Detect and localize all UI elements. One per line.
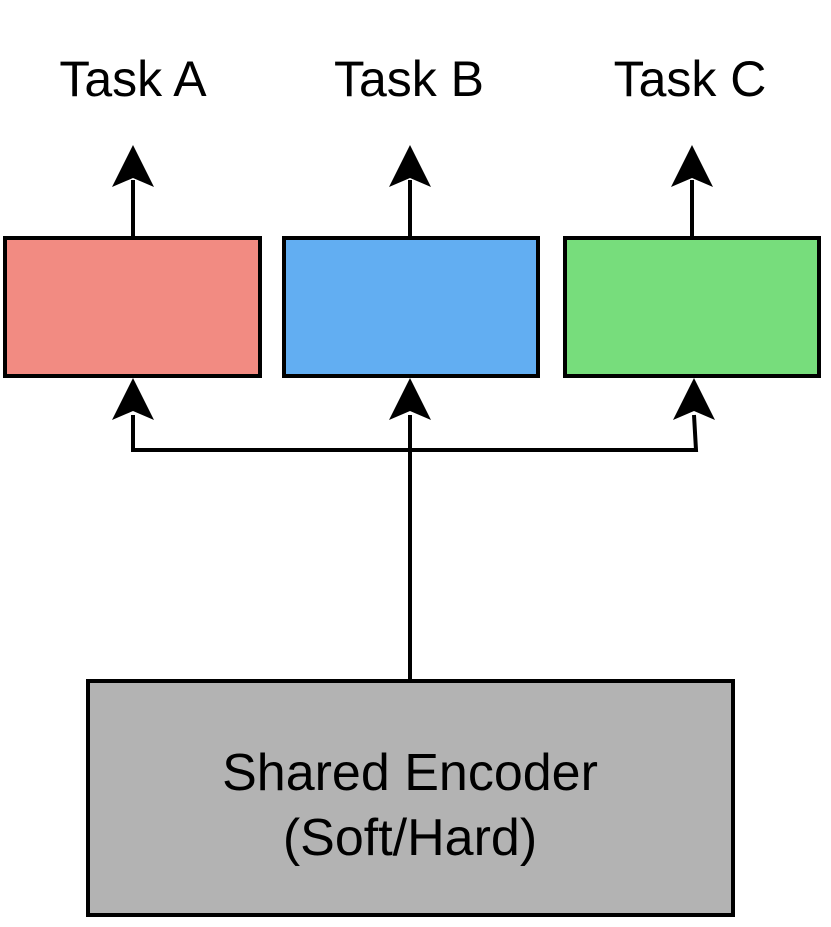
task-b-output-arrowhead [389,145,431,187]
branch-connector-line [131,414,699,452]
task-c-input-arrowhead [673,378,715,420]
task-c-output-arrowhead [671,145,713,187]
task-a-label: Task A [59,51,207,107]
shared-encoder-title: Shared Encoder [222,744,598,802]
task-a-output-arrowhead [112,145,154,187]
task-b-input-arrowhead [389,378,431,420]
task-c-head-box [563,236,821,378]
shared-encoder-box [86,679,735,917]
task-b-head-box [282,236,540,378]
task-b-label: Task B [334,51,484,107]
task-a-head-box [3,236,262,378]
shared-encoder-subtitle: (Soft/Hard) [283,809,537,867]
task-a-input-arrowhead [112,378,154,420]
task-c-label: Task C [614,51,767,107]
